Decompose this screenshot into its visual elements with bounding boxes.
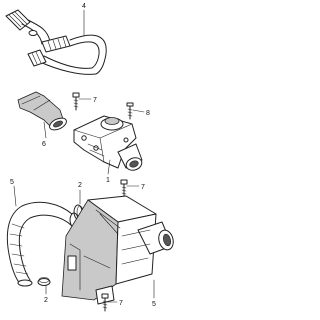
bolt-upper (72, 92, 80, 111)
callout-1: 1 (106, 177, 110, 184)
air-cleaner-box (61, 195, 174, 305)
valve-housing-assembly (73, 115, 143, 171)
air-intake-duct (17, 91, 67, 131)
callout-7-lower: 7 (119, 300, 123, 307)
callout-5-lower: 5 (152, 301, 156, 308)
large-curved-intake-hose (6, 201, 79, 287)
diagram-canvas: 4 6 7 8 1 (5, 3, 174, 312)
callout-7-upper: 7 (93, 97, 97, 104)
leader-line (43, 121, 47, 139)
callout-2-lower: 2 (44, 297, 48, 304)
hose-clamp-lower (37, 277, 51, 286)
callout-2-upper: 2 (78, 182, 82, 189)
callout-4: 4 (82, 3, 86, 10)
callout-8: 8 (146, 110, 150, 117)
upper-corrugated-hose (5, 9, 107, 75)
leader-line (13, 185, 17, 207)
leader-line (107, 159, 111, 175)
callout-5-upper: 5 (10, 179, 14, 186)
parts-diagram: 4 6 7 8 1 (5, 3, 174, 312)
screw (126, 102, 134, 120)
leader-line (132, 109, 145, 113)
bolt-lower (101, 293, 109, 312)
callout-6: 6 (42, 141, 46, 148)
callout-7-middle: 7 (141, 184, 145, 191)
bolt-middle (120, 179, 128, 199)
